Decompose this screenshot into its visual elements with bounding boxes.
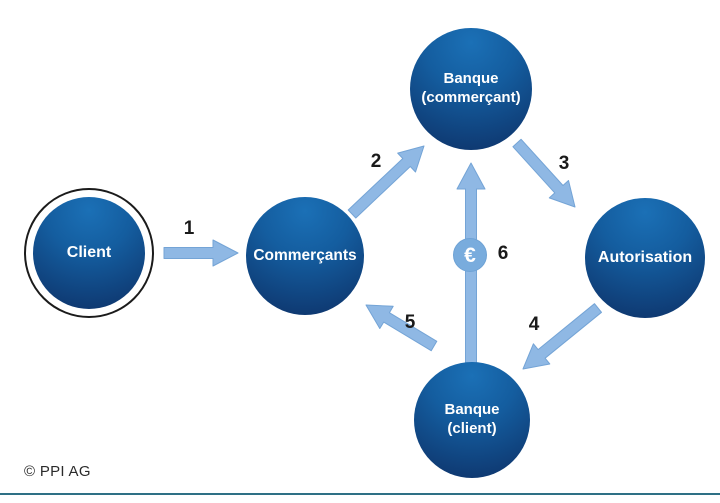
node-autorisation: Autorisation	[585, 198, 705, 318]
arrow-4-label: 4	[528, 314, 540, 335]
node-banque-client-label: Banque (client)	[444, 401, 500, 437]
client-node-ring: Client	[24, 188, 154, 318]
copyright-notice: © PPI AG	[24, 463, 91, 480]
node-banque-commercant-label: Banque (commerçant)	[415, 70, 526, 108]
node-autorisation-label: Autorisation	[597, 249, 693, 266]
node-commercants: Commerçants	[246, 197, 364, 315]
arrow-5-label: 5	[404, 312, 416, 333]
node-client: Client	[33, 197, 145, 309]
euro-icon: €	[453, 238, 487, 272]
arrow-2-commercants-to-banque-commercant	[347, 145, 425, 219]
arrow-1-label: 1	[183, 218, 195, 239]
arrow-4-autorisation-to-banque-client	[522, 303, 602, 370]
node-banque-client: Banque (client)	[414, 362, 530, 478]
node-banque-commercant-line2: (commerçant)	[421, 89, 521, 106]
node-banque-commercant-line1: Banque	[443, 70, 499, 88]
footer-accent-line	[0, 493, 720, 495]
euro-symbol: €	[464, 243, 476, 267]
node-commercants-label: Commerçants	[253, 247, 357, 265]
arrow-2-label: 2	[370, 151, 382, 172]
arrow-1-client-to-commercants	[163, 239, 239, 267]
arrow-3-banque-commercant-to-autorisation	[512, 138, 576, 208]
arrow-5-banque-client-to-commercants	[365, 304, 438, 352]
arrow-3-label: 3	[558, 153, 570, 174]
node-client-label: Client	[66, 244, 112, 261]
node-banque-commercant: Banque (commerçant)	[410, 28, 532, 150]
arrow-6-label: 6	[497, 243, 509, 264]
